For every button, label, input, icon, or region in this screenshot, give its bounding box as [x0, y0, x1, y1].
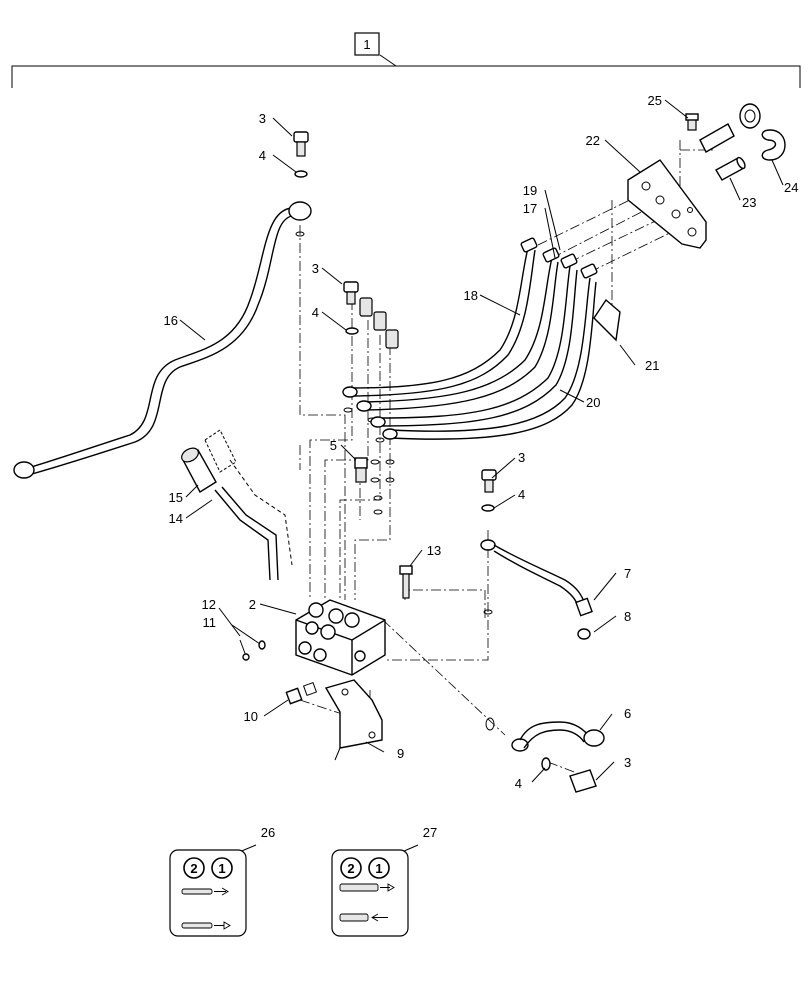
callout-27: 27: [423, 825, 437, 840]
callout-20: 20: [586, 395, 600, 410]
bolt-13: [399, 565, 413, 599]
callout-10: 10: [244, 709, 258, 724]
decal-26: 2 1: [169, 849, 247, 937]
callout-4: 4: [259, 148, 266, 163]
callout-18: 18: [464, 288, 478, 303]
callout-labels: 3 4 16 3 4 5 18 19 17 20 21 22 25 23 24 …: [164, 93, 799, 840]
callout-7: 7: [624, 566, 631, 581]
callout-4: 4: [518, 487, 525, 502]
callout-15: 15: [169, 490, 183, 505]
knob-15: [181, 429, 237, 493]
callout-24: 24: [784, 180, 798, 195]
washer-12: [258, 640, 266, 650]
washer-stack: [295, 231, 395, 515]
bolt-3-upper: [293, 131, 309, 178]
washer-4-middle: [345, 327, 359, 335]
coupler-23: [699, 103, 761, 181]
callout-3: 3: [518, 450, 525, 465]
bracket-21: [593, 298, 621, 342]
callout-4: 4: [312, 305, 319, 320]
callout-5: 5: [330, 438, 337, 453]
bracket-9: [324, 679, 383, 761]
callout-12: 12: [202, 597, 216, 612]
fitting-10: [285, 681, 318, 705]
bolt-3-middle: [343, 281, 359, 335]
fitting-5: [354, 457, 368, 483]
mounting-plate-22: [627, 159, 707, 249]
oring-8: [577, 628, 591, 640]
washer-4-right: [481, 504, 495, 512]
callout-3: 3: [259, 111, 266, 126]
clip-24: [761, 129, 786, 161]
extra-bolts: [359, 297, 399, 349]
callout-11: 11: [203, 615, 217, 630]
callout-19: 19: [523, 183, 537, 198]
hose-16: [13, 201, 312, 479]
hose-bundle-17-20: [342, 237, 598, 440]
hose-16-banjo-upper: [288, 201, 312, 221]
callout-2: 2: [249, 597, 256, 612]
callout-13: 13: [427, 543, 441, 558]
callout-3: 3: [624, 755, 631, 770]
callout-16: 16: [164, 313, 178, 328]
hose-16-banjo-lower: [13, 461, 35, 479]
decal-27: 2 1: [331, 849, 409, 937]
assembly-number: 1: [363, 37, 370, 52]
screw-25: [685, 113, 699, 131]
lever-14: [214, 459, 293, 581]
tube-6: [485, 717, 605, 793]
control-valve-2: [295, 599, 386, 676]
callout-17: 17: [523, 201, 537, 216]
screw-11: [239, 639, 250, 661]
decal-26-position-1: 1: [218, 861, 225, 876]
assembly-number-box: [354, 32, 380, 56]
callout-4: 4: [515, 776, 522, 791]
decal-27-position-1: 1: [375, 861, 382, 876]
leader-lines: [179, 99, 784, 856]
callout-6: 6: [624, 706, 631, 721]
callout-21: 21: [645, 358, 659, 373]
washer-4-upper: [294, 170, 308, 178]
callout-3: 3: [312, 261, 319, 276]
washer-4-lower: [541, 757, 551, 771]
callout-26: 26: [261, 825, 275, 840]
callout-8: 8: [624, 609, 631, 624]
callout-9: 9: [397, 746, 404, 761]
callout-25: 25: [648, 93, 662, 108]
tube-7: [480, 469, 593, 617]
assembly-bracket: 1: [11, 32, 801, 88]
phantom-lines: [299, 140, 716, 776]
callout-22: 22: [586, 133, 600, 148]
decal-26-position-2: 2: [190, 861, 197, 876]
decal-27-position-2: 2: [347, 861, 354, 876]
callout-23: 23: [742, 195, 756, 210]
callout-14: 14: [169, 511, 183, 526]
